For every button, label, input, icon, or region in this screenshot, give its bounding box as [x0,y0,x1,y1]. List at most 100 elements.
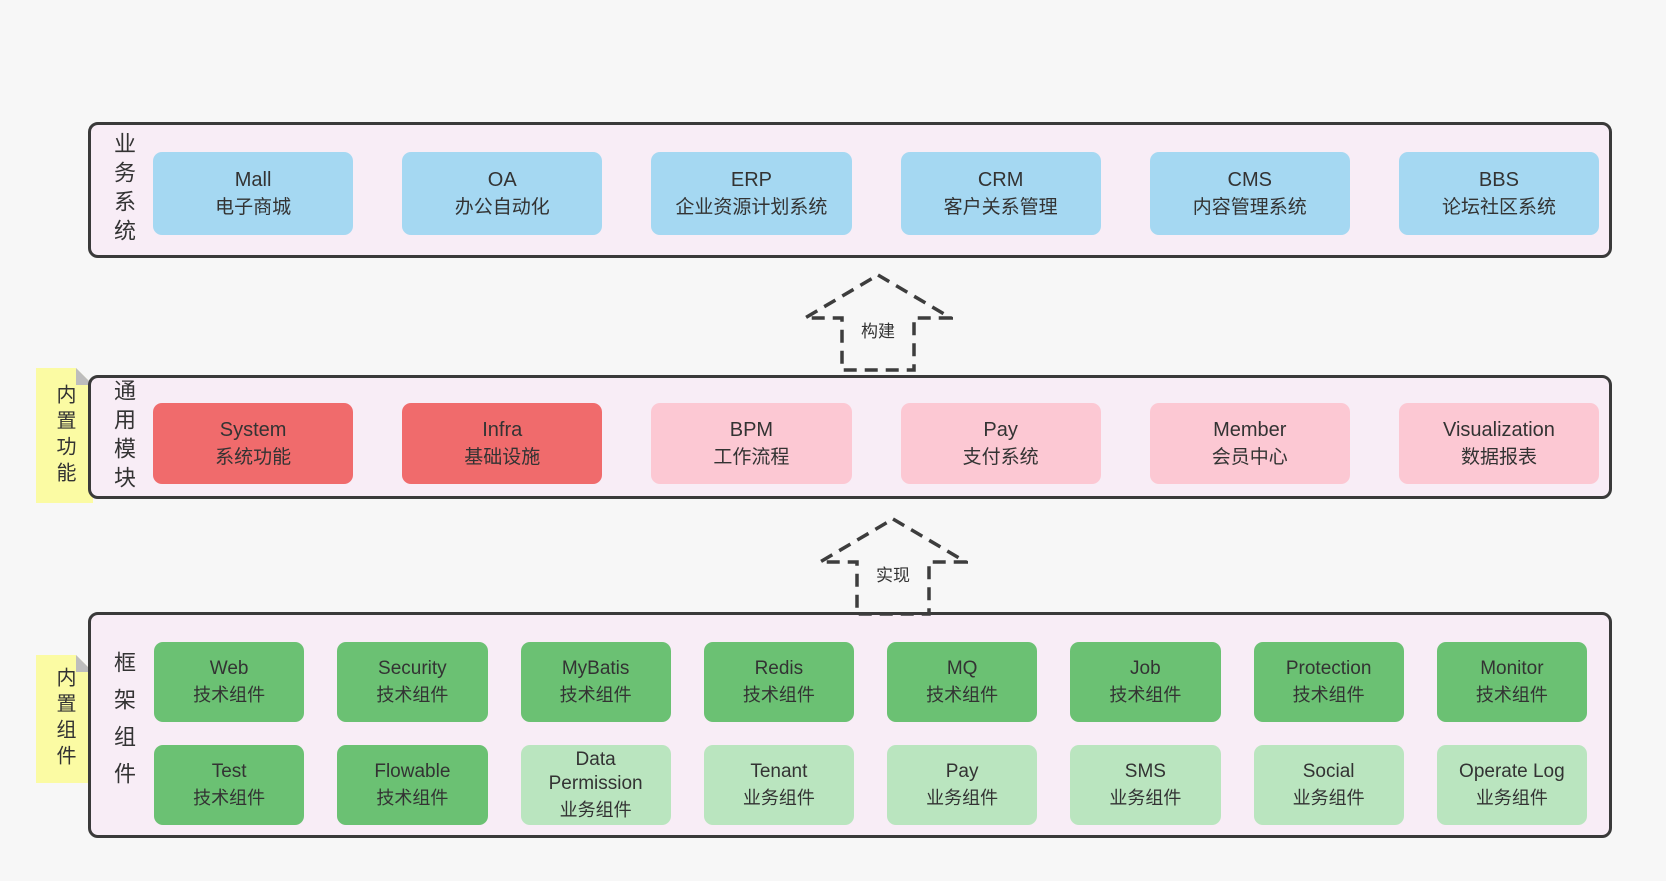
box-bpm: BPM 工作流程 [651,403,852,484]
layer-common-modules: 通用模块 System 系统功能 Infra 基础设施 BPM 工作流程 Pay… [88,375,1612,499]
box-subtitle: 论坛社区系统 [1441,196,1556,218]
layer-side-label: 框架组件 [111,651,136,799]
up-arrow-icon [803,273,953,372]
box-subtitle: 技术组件 [742,684,815,705]
box-subtitle: 技术组件 [193,787,266,808]
box-subtitle: 会员中心 [1211,446,1288,468]
box-visualization: Visualization 数据报表 [1398,403,1600,484]
box-title: Visualization [1442,418,1555,441]
box-title: Test [211,760,247,782]
box-mybatis: MyBatis 技术组件 [520,642,671,722]
box-subtitle: 工作流程 [713,446,790,468]
arrow-label: 实现 [873,561,913,586]
box-title: Monitor [1480,657,1544,679]
box-subtitle: 技术组件 [193,684,266,705]
box-subtitle: 基础设施 [464,446,541,468]
box-member: Member 会员中心 [1149,403,1350,484]
box-title: Redis [754,657,804,679]
box-mq: MQ 技术组件 [887,642,1038,722]
box-title: Member [1213,418,1287,441]
box-title: Flowable [374,760,451,782]
box-subtitle: 业务组件 [742,787,815,808]
box-pay-component: Pay 业务组件 [887,745,1038,825]
box-redis: Redis 技术组件 [703,642,854,722]
sticky-note-built-in-components: 内置组件 [36,655,93,783]
box-system: System 系统功能 [153,403,354,484]
note-label: 内置功能 [53,383,75,488]
box-title: SMS [1124,760,1166,782]
common-modules-row: System 系统功能 Infra 基础设施 BPM 工作流程 Pay 支付系统… [153,403,1600,484]
arrow-implement: 实现 [818,517,968,617]
box-title: OA [487,168,517,191]
layer-framework-components: 框架组件 Web 技术组件 Security 技术组件 MyBatis 技术组件… [88,612,1612,838]
box-pay-module: Pay 支付系统 [900,403,1101,484]
box-data-permission: Data Permission 业务组件 [520,745,671,825]
box-protection: Protection 技术组件 [1253,642,1404,722]
box-title: BBS [1478,168,1519,191]
box-title: ERP [730,168,772,191]
arrow-build: 构建 [803,273,953,373]
box-infra: Infra 基础设施 [402,403,603,484]
box-title: MyBatis [561,657,630,679]
box-title: Data Permission [548,748,643,795]
note-label: 内置组件 [53,667,75,771]
box-title: Operate Log [1459,760,1565,782]
box-erp: ERP 企业资源计划系统 [651,152,852,235]
layer-business-systems: 业务系统 Mall 电子商城 OA 办公自动化 ERP 企业资源计划系统 CRM… [88,122,1612,258]
box-monitor: Monitor 技术组件 [1436,642,1587,722]
box-web: Web 技术组件 [154,642,305,722]
box-cms: CMS 内容管理系统 [1149,152,1350,235]
box-tenant: Tenant 业务组件 [703,745,854,825]
box-sms: SMS 业务组件 [1070,745,1221,825]
box-subtitle: 数据报表 [1460,446,1537,468]
box-title: CRM [977,168,1024,191]
box-subtitle: 企业资源计划系统 [675,196,828,218]
box-title: Pay [945,760,979,782]
box-subtitle: 技术组件 [376,787,449,808]
box-subtitle: 技术组件 [559,684,632,705]
arrow-label: 构建 [858,317,898,342]
box-subtitle: 支付系统 [962,446,1039,468]
framework-components-grid: Web 技术组件 Security 技术组件 MyBatis 技术组件 Redi… [154,642,1587,825]
box-test: Test 技术组件 [154,745,305,825]
box-title: Security [378,657,447,679]
box-title: Web [209,657,249,679]
box-title: Social [1302,760,1355,782]
box-subtitle: 客户关系管理 [943,196,1058,218]
box-security: Security 技术组件 [337,642,488,722]
box-subtitle: 技术组件 [1292,684,1365,705]
box-subtitle: 业务组件 [559,799,632,820]
box-oa: OA 办公自动化 [402,152,603,235]
box-crm: CRM 客户关系管理 [900,152,1101,235]
box-bbs: BBS 论坛社区系统 [1398,152,1600,235]
box-title: Mall [234,168,272,191]
box-job: Job 技术组件 [1070,642,1221,722]
box-title: System [219,418,287,441]
box-subtitle: 内容管理系统 [1192,196,1307,218]
box-subtitle: 业务组件 [1292,787,1365,808]
box-subtitle: 业务组件 [926,787,999,808]
sticky-note-built-in-features: 内置功能 [36,368,93,503]
box-subtitle: 技术组件 [1109,684,1182,705]
layer-side-label: 业务系统 [111,132,136,248]
box-operate-log: Operate Log 业务组件 [1436,745,1587,825]
box-subtitle: 技术组件 [1475,684,1548,705]
box-subtitle: 系统功能 [215,446,292,468]
box-subtitle: 电子商城 [215,196,292,218]
box-title: Infra [482,418,523,441]
box-subtitle: 业务组件 [1109,787,1182,808]
business-systems-row: Mall 电子商城 OA 办公自动化 ERP 企业资源计划系统 CRM 客户关系… [153,152,1600,235]
box-subtitle: 办公自动化 [454,196,550,218]
box-subtitle: 技术组件 [926,684,999,705]
box-title: Pay [983,418,1018,441]
layer-side-label: 通用模块 [111,379,136,495]
box-flowable: Flowable 技术组件 [337,745,488,825]
box-title: Tenant [750,760,808,782]
box-subtitle: 技术组件 [376,684,449,705]
box-social: Social 业务组件 [1253,745,1404,825]
box-title: Protection [1285,657,1372,679]
up-arrow-icon [818,517,968,616]
box-title: Job [1130,657,1161,679]
box-mall: Mall 电子商城 [153,152,354,235]
